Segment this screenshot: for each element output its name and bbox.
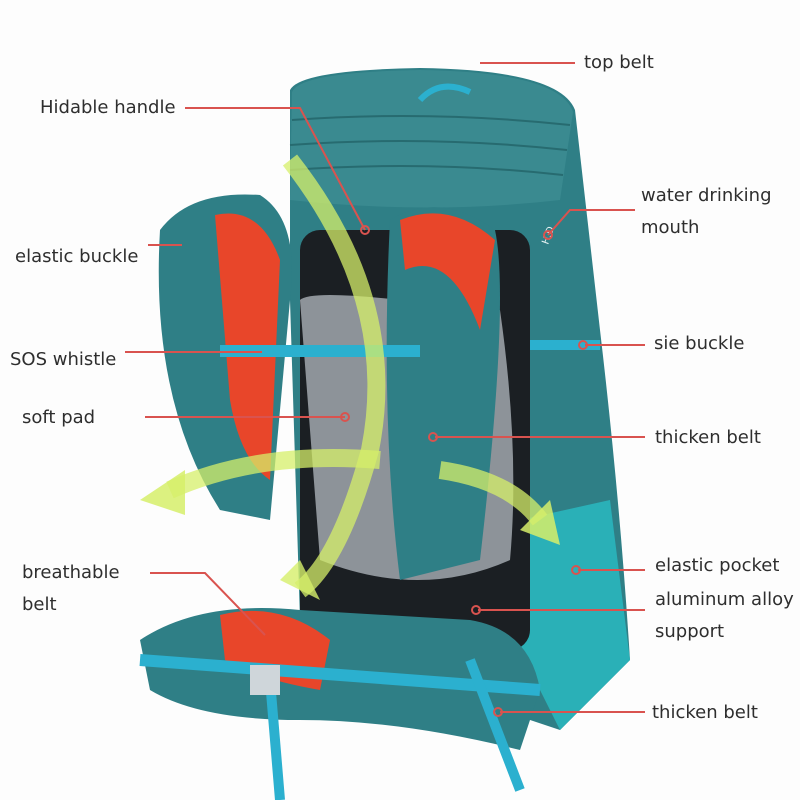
elastic-pocket-shape (520, 500, 630, 730)
label-aluminum-alloy-support-2: support (655, 621, 725, 642)
label-soft-pad: soft pad (22, 407, 96, 428)
label-hidable-handle: Hidable handle (40, 97, 176, 118)
airflow-arrow-curve (282, 154, 386, 598)
label-breathable-belt-1: breathable (22, 562, 120, 583)
label-breathable-belt-2: belt (22, 594, 57, 615)
label-sos-whistle: SOS whistle (10, 349, 117, 370)
leader-lines (125, 62, 645, 713)
label-elastic-pocket: elastic pocket (655, 555, 780, 576)
top-handle (417, 83, 472, 103)
label-water-drinking-mouth-1: water drinking (641, 185, 772, 206)
label-water-drinking-mouth-2: mouth (641, 217, 700, 238)
airflow-arrow-left (166, 449, 381, 499)
label-sie-buckle: sie buckle (654, 333, 745, 354)
label-thicken-belt-lower: thicken belt (652, 702, 758, 723)
airflow-arrow-right (438, 461, 548, 526)
top-lid (290, 70, 573, 208)
label-thicken-belt-upper: thicken belt (655, 427, 761, 448)
label-elastic-buckle: elastic buckle (15, 246, 139, 267)
label-top-belt: top belt (584, 52, 654, 73)
label-aluminum-alloy-support-1: aluminum alloy (655, 589, 794, 610)
